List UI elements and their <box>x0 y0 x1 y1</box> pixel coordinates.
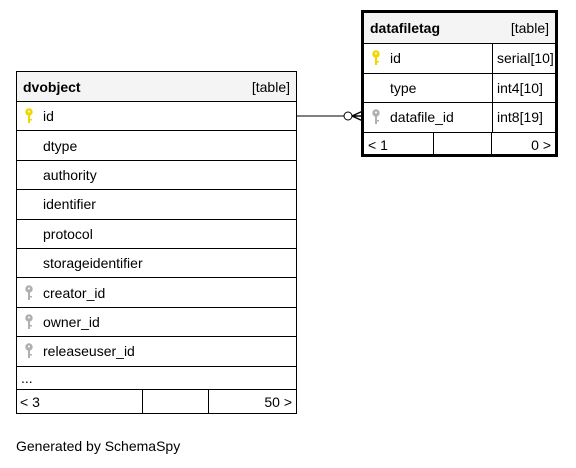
column-name: datafile_id <box>390 109 454 126</box>
table-kind: [table] <box>251 78 290 95</box>
foreign-key-icon <box>372 109 380 125</box>
column-name: storageidentifier <box>43 255 143 272</box>
foreign-key-icon <box>25 314 33 329</box>
more-columns: ... <box>17 367 296 390</box>
column-row[interactable]: type int4[10] <box>364 73 555 103</box>
column-row[interactable]: owner_id <box>17 308 296 338</box>
generated-by-label: Generated by SchemaSpy <box>16 438 181 454</box>
column-name: id <box>390 50 401 67</box>
column-type: serial[10] <box>492 44 555 73</box>
table-header: datafiletag [table] <box>364 13 555 44</box>
column-row[interactable]: storageidentifier <box>17 249 296 279</box>
column-row[interactable]: dtype <box>17 131 296 161</box>
column-row[interactable]: identifier <box>17 190 296 220</box>
children-count: 50 > <box>264 393 292 410</box>
column-name: identifier <box>43 196 96 213</box>
primary-key-icon <box>372 50 380 66</box>
column-row[interactable]: authority <box>17 161 296 191</box>
table-header: dvobject [table] <box>17 72 296 102</box>
foreign-key-icon <box>25 343 33 359</box>
column-row[interactable]: releaseuser_id <box>17 337 296 367</box>
zero-marker-icon <box>343 111 353 121</box>
column-row[interactable]: creator_id <box>17 278 296 308</box>
parents-count: < 3 <box>17 389 143 414</box>
column-name: type <box>390 79 417 96</box>
column-row[interactable]: protocol <box>17 220 296 249</box>
parents-count: < 1 <box>364 132 434 157</box>
primary-key-icon <box>25 108 33 124</box>
column-name: authority <box>43 166 97 183</box>
column-name: protocol <box>43 225 93 242</box>
column-name: id <box>43 108 54 125</box>
footer-spacer <box>434 132 492 157</box>
column-row[interactable]: id <box>17 102 296 132</box>
foreign-key-icon <box>25 284 33 300</box>
column-name: owner_id <box>43 313 100 330</box>
column-name: creator_id <box>43 284 106 301</box>
column-row[interactable]: id serial[10] <box>364 44 555 74</box>
table-footer: < 3 50 > <box>17 389 296 414</box>
column-row[interactable]: datafile_id int8[19] <box>364 103 555 133</box>
column-type: int8[19] <box>492 103 555 132</box>
children-count: 0 > <box>531 136 551 153</box>
column-name: releaseuser_id <box>43 343 135 360</box>
table-name: datafiletag <box>370 20 441 36</box>
table-kind: [table] <box>510 20 549 36</box>
column-type: int4[10] <box>492 73 555 102</box>
table-footer: < 1 0 > <box>364 132 555 157</box>
column-name: dtype <box>43 137 78 154</box>
table-name: dvobject <box>23 78 81 95</box>
table-datafiletag[interactable]: datafiletag [table] id serial[10] type int4… <box>361 10 558 157</box>
footer-spacer <box>143 389 209 414</box>
table-dvobject[interactable]: dvobject [table] id dtype authority identif… <box>16 71 297 414</box>
